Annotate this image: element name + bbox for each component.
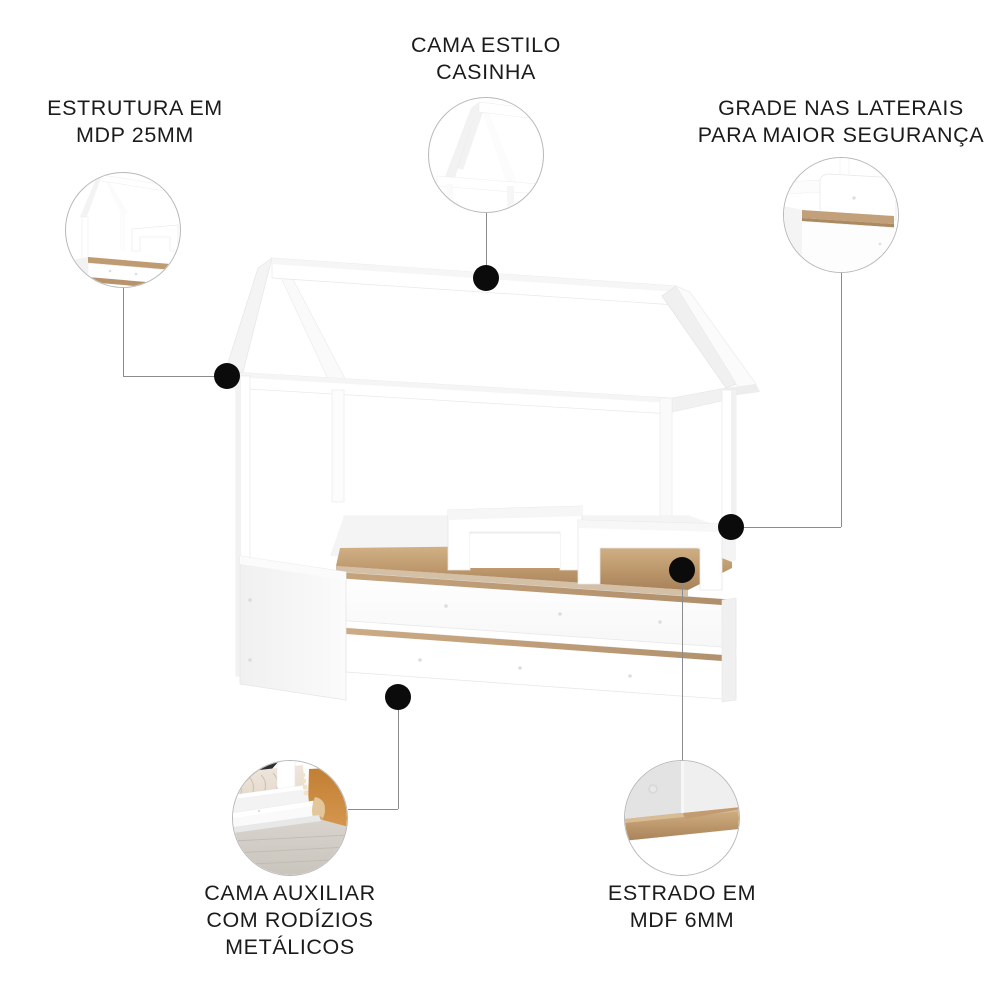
connector-line-estrutura-vertical: [123, 288, 124, 376]
callout-dot-grade-lateral[interactable]: [718, 514, 744, 540]
callout-image-grade-lateral: [783, 157, 899, 273]
callout-image-estrado-mdf: [624, 760, 740, 876]
connector-line-casinha: [486, 213, 487, 278]
connector-line-grade-vertical: [841, 273, 842, 527]
connector-line-auxiliar-horizontal: [348, 809, 398, 810]
callout-label-cama-auxiliar: CAMA AUXILIAR COM RODÍZIOS METÁLICOS: [204, 881, 376, 959]
connector-line-grade-horizontal: [731, 527, 841, 528]
callout-image-cama-auxiliar: [232, 760, 348, 876]
callout-label-cama-estilo-casinha: CAMA ESTILO CASINHA: [411, 33, 561, 84]
callout-dot-estrutura-mdp[interactable]: [214, 363, 240, 389]
connector-line-estrutura-horizontal: [123, 376, 227, 377]
callout-dot-cama-estilo-casinha[interactable]: [473, 265, 499, 291]
connector-line-auxiliar-vertical: [398, 697, 399, 809]
callout-dot-cama-auxiliar[interactable]: [385, 684, 411, 710]
callout-label-estrutura-mdp: ESTRUTURA EM MDP 25MM: [47, 96, 223, 147]
callout-image-cama-estilo-casinha: [428, 97, 544, 213]
callout-label-estrado-mdf: ESTRADO EM MDF 6MM: [607, 881, 757, 932]
callout-dot-estrado-mdf[interactable]: [669, 557, 695, 583]
connector-line-estrado: [682, 570, 683, 760]
callout-label-grade-lateral: GRADE NAS LATERAIS PARA MAIOR SEGURANÇA: [697, 96, 985, 147]
callout-image-estrutura-mdp: [65, 172, 181, 288]
